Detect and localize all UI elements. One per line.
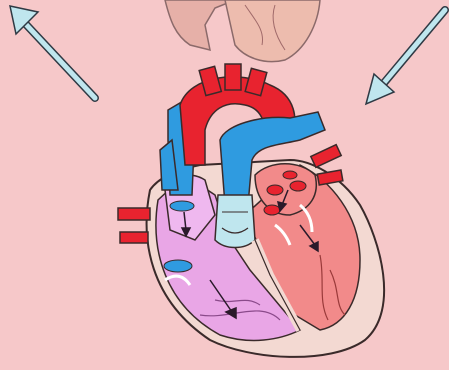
arrow-down-left <box>366 10 445 104</box>
exterior-heart-icon <box>165 0 320 62</box>
arrow-up-left <box>10 6 95 98</box>
heart-cross-section <box>118 64 384 357</box>
